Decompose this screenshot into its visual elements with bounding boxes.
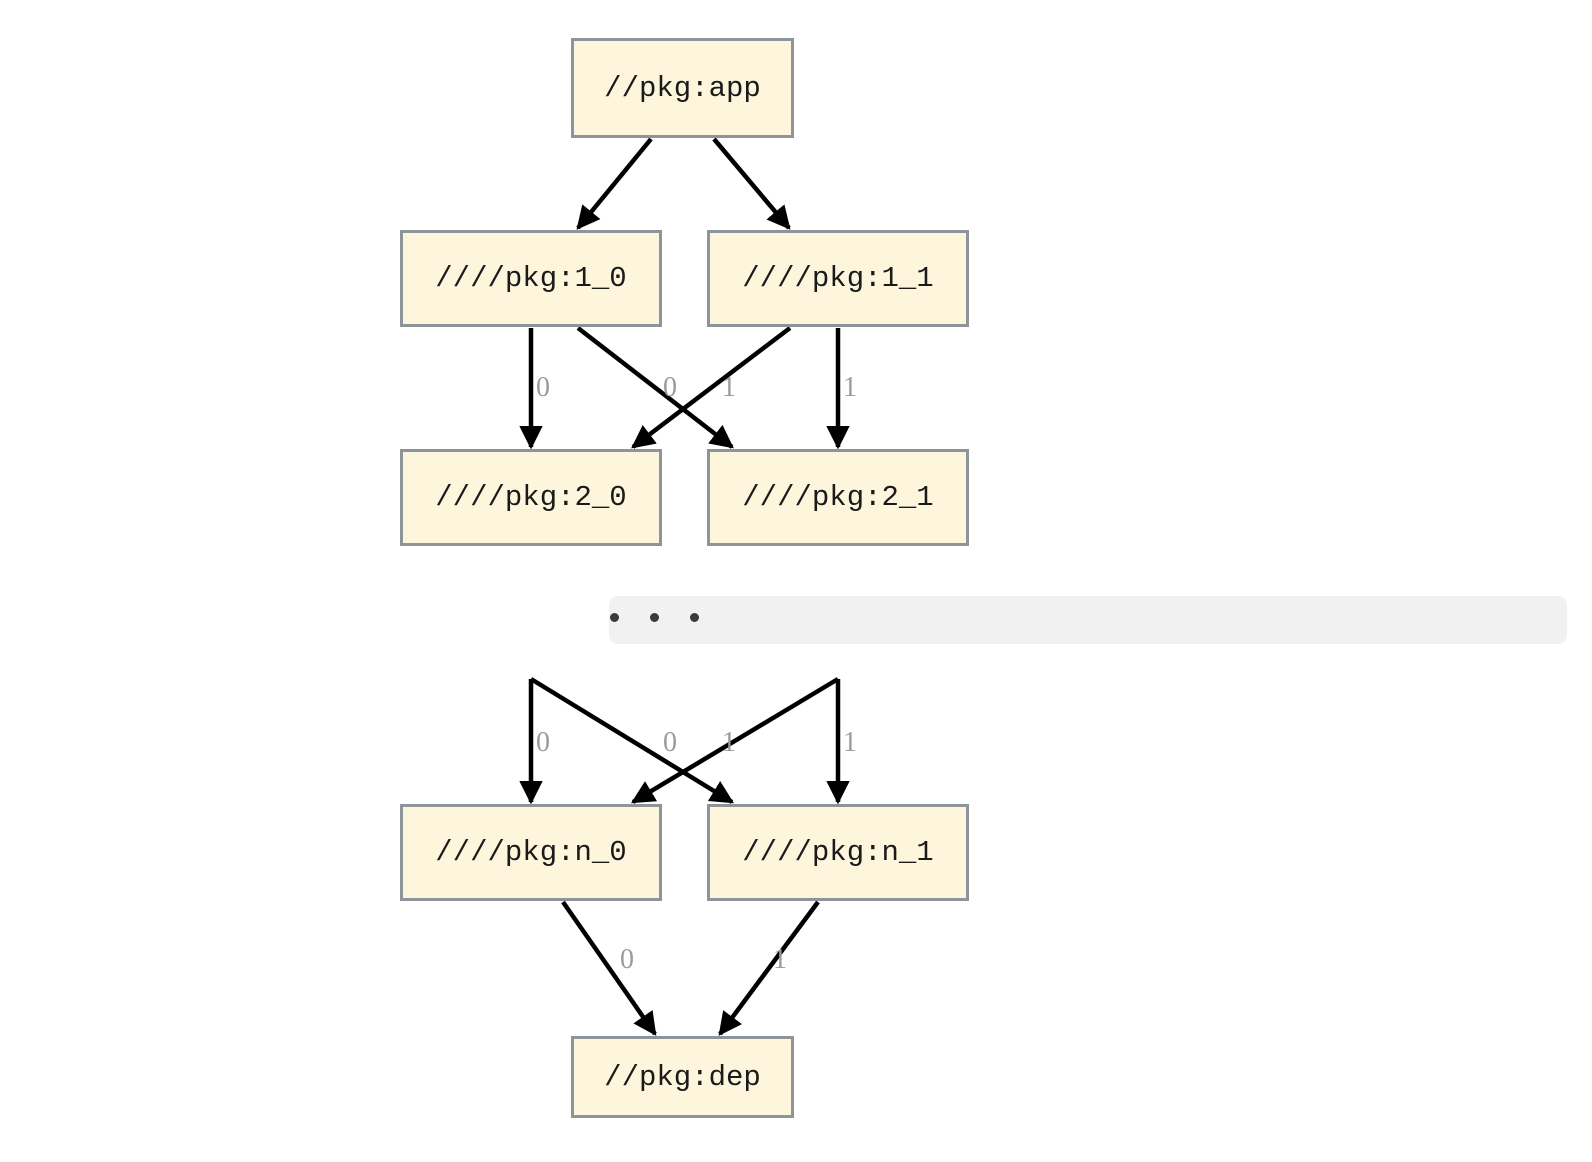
graph-edge-label: 0 [536, 372, 550, 403]
graph-edge-label: 1 [843, 727, 857, 758]
graph-edge-label: 0 [620, 944, 634, 975]
graph-edge-label: 1 [843, 372, 857, 403]
ellipsis-dot [610, 613, 619, 622]
graph-edge-label: 1 [722, 372, 736, 403]
graph-node-label: ////pkg:1_0 [435, 262, 627, 295]
graph-node-l1_0[interactable]: ////pkg:1_0 [400, 230, 662, 327]
edge-lines [519, 137, 850, 1036]
graph-node-label: ////pkg:n_1 [742, 836, 934, 869]
graph-node-ln_1[interactable]: ////pkg:n_1 [707, 804, 969, 901]
graph-node-label: ////pkg:n_0 [435, 836, 627, 869]
graph-edge-app-to-l1_1[interactable] [712, 137, 791, 230]
graph-node-label: ////pkg:1_1 [742, 262, 934, 295]
graph-edge-ln_0-to-dep[interactable] [561, 900, 657, 1036]
graph-node-app[interactable]: //pkg:app [571, 38, 794, 138]
graph-node-l1_1[interactable]: ////pkg:1_1 [707, 230, 969, 327]
graph-node-l2_0[interactable]: ////pkg:2_0 [400, 449, 662, 546]
graph-edge-label: 0 [536, 727, 550, 758]
graph-node-l2_1[interactable]: ////pkg:2_1 [707, 449, 969, 546]
ellipsis-dot [650, 613, 659, 622]
graph-edge-elided-to-ln_1[interactable] [529, 677, 734, 804]
graph-edge-l1_0-to-l2_1[interactable] [576, 326, 734, 449]
ellipsis-dot [690, 613, 699, 622]
elided-section-dots [610, 613, 699, 622]
graph-node-dep[interactable]: //pkg:dep [571, 1036, 794, 1118]
graph-node-label: ////pkg:2_1 [742, 481, 934, 514]
graph-edge-label: 0 [663, 727, 677, 758]
graph-node-ln_0[interactable]: ////pkg:n_0 [400, 804, 662, 901]
elided-section-band [609, 596, 1567, 644]
graph-node-label: //pkg:dep [604, 1060, 761, 1094]
graph-edge-l1_1-to-l2_0[interactable] [631, 326, 792, 449]
graph-edge-label: 1 [773, 944, 787, 975]
graph-edge-label: 1 [722, 727, 736, 758]
graph-node-label: //pkg:app [604, 71, 761, 105]
graph-node-label: ////pkg:2_0 [435, 481, 627, 514]
graph-edge-label: 0 [663, 372, 677, 403]
graph-edge-app-to-l1_0[interactable] [576, 137, 653, 230]
graph-edge-elided-to-ln_0[interactable] [630, 677, 840, 804]
graph-edge-ln_1-to-dep[interactable] [718, 900, 820, 1036]
